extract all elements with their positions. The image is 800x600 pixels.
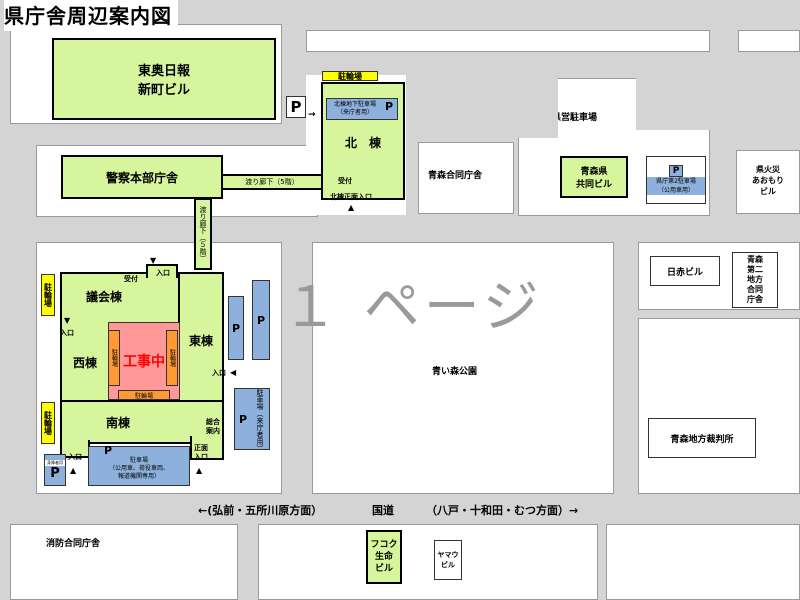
entrance-south-label: 入口 [68,453,82,461]
north-building-label: 北 棟 [344,136,381,150]
parking-sign-top: P [286,96,306,118]
fire-line3: ビル [760,187,776,196]
north-main-entrance-label: 北棟正面入口 [330,193,372,201]
red-cross-building[interactable]: 日赤ビル [650,256,720,286]
aomori-kyodo-line1: 青森県 [580,167,608,177]
pref-parking-label[interactable]: 県営駐車場 [552,113,598,123]
bicycle-parking-west-top[interactable]: 駐輪場 [41,274,55,316]
north-reception-label: 受付 [338,177,352,185]
route-right-label: （八戸・十和田・むつ方面）→ [426,504,579,517]
east-building[interactable]: 東棟 [178,272,224,408]
parking-icon: P [50,465,60,481]
arrow-right-icon: → [308,110,316,120]
block-top-middle [306,30,710,52]
red-cross-label: 日赤ビル [666,267,703,278]
pref-parking2-label: 県庁第2駐車場 [647,177,705,186]
arrow-up-icon: ▲ [70,466,77,475]
south-label: 南棟 [106,415,131,430]
parking-east-1[interactable]: P [228,296,244,360]
toou-nippo-line1: 東奥日報 [137,64,190,79]
court-label: 青森地方裁判所 [670,434,734,445]
fire-line2: あおもり [752,176,784,185]
police-hq-building[interactable]: 警察本部庁舎 [61,155,223,199]
block-bottom-mid [258,524,598,600]
north-ug-parking-line2: （来庁者用） [336,109,373,116]
south-front-entrance-wing [190,436,224,460]
official-use-label: （公用車用） [647,186,705,195]
aomori-kyodo-line2: 共同ビル [575,180,612,190]
block-pref-parking-cut2 [636,78,710,130]
aoimori-park-label[interactable]: 青い森公園 [432,367,478,377]
south-parking-line2: （公用車、荷役車両、 [108,465,169,472]
parking-icon: P [385,100,394,113]
block-bottom-left [10,524,238,600]
front-entrance-label: 正面 入口 [194,444,208,461]
corridor-5f-label: 渡り廊下（5階） [245,178,299,186]
block-pref-parking-cut [518,78,558,138]
toou-nippo-line2: 新町ビル [137,83,190,98]
block-fire-building [736,150,800,214]
north-underground-parking[interactable]: 北棟地下駐車場 （来庁者用） [326,98,398,120]
arrow-left-icon: ◀ [230,368,237,377]
corridor-5f-vertical: 渡り廊下（５階） [194,198,212,270]
south-parking[interactable]: 駐車場 （公用車、荷役車両、 報道機関専用） [88,446,190,486]
arrow-up-icon: ▲ [196,466,203,475]
north-ug-parking-line1: 北棟地下駐車場 [333,101,376,108]
block-bottom-right [606,524,800,600]
page-watermark: １ ページ [282,275,543,340]
national-road-label: 国道 [372,504,394,517]
block-joint-office [418,142,514,214]
gikai-label: 議会棟 [86,290,123,304]
route-left-label: ←(弘前・五所川原方面） [198,504,323,517]
parking-icon: P [104,444,113,457]
small-parking-tag: 身障者用 [45,459,65,466]
entrance-tower [146,264,178,278]
construction-bicycle-right: 駐輪場 [166,330,178,386]
fire-dept-label[interactable]: 消防合同庁舎 [46,539,101,549]
block-court [638,318,800,494]
arrow-down-icon: ▼ [150,256,157,265]
entrance-east-label: 入口 [212,369,226,377]
police-hq-label: 警察本部庁舎 [105,170,178,185]
bicycle-parking-west-bottom[interactable]: 駐輪場 [41,402,55,444]
construction-bicycle-left: 駐輪場 [108,330,120,386]
corridor-vertical-label: 渡り廊下（５階） [199,206,207,262]
west-label: 西棟 [72,355,97,370]
west-building[interactable]: 西棟 [60,322,110,404]
visitor-parking-side[interactable]: P 駐車場（来庁者用） [234,388,270,452]
entrance-top-label: 入口 [156,269,170,277]
accessible-parking[interactable]: 身障者用 P [44,454,66,486]
south-parking-line3: 報道機関専用） [117,473,160,480]
fire-building-label[interactable]: 県火災 あおもり ビル [738,164,798,197]
construction-label: 工事中 [123,354,165,370]
pref-second-parking[interactable]: P 県庁第2駐車場 （公用車用） [646,156,706,204]
visitor-parking-side-label: 駐車場（来庁者用） [256,389,265,452]
parking-icon: P [238,412,248,426]
bicycle-parking-north[interactable]: 駐輪場 [322,71,378,81]
general-info-label: 総合 案内 [206,418,220,435]
fukoku-building[interactable]: フコク 生命 ビル [366,530,402,584]
block-park [312,242,614,494]
fire-line1: 県火災 [756,165,780,174]
page-title: 県庁舎周辺案内図 [4,0,178,31]
pref-second-parking-p: P [669,165,683,177]
east-label: 東棟 [188,333,213,348]
toou-nippo-building[interactable]: 東奥日報 新町ビル [52,38,276,120]
aomori-kyodo-building[interactable]: 青森県 共同ビル [560,156,628,198]
reception-label: 受付 [124,275,138,283]
parking-icon: P [290,98,302,116]
arrow-down-icon: ▼ [64,316,71,325]
arrow-up-icon: ▲ [348,203,355,212]
aomori-joint-office-label[interactable]: 青森合同庁舎 [428,171,483,181]
block-top-right-strip [738,30,800,52]
court-building[interactable]: 青森地方裁判所 [648,418,756,458]
entrance-west-label: 入口 [60,329,74,337]
south-parking-line1: 駐車場 [129,457,148,464]
construction-bicycle-bottom: 駐輪場 [118,390,170,400]
second-joint-office[interactable]: 青森 第二 地方 合同 庁舎 [732,252,778,308]
yamau-building[interactable]: ヤマウ ビル [434,540,462,580]
parking-east-2[interactable]: P [252,280,270,360]
corridor-5f-horizontal: 渡り廊下（5階） [221,174,323,190]
